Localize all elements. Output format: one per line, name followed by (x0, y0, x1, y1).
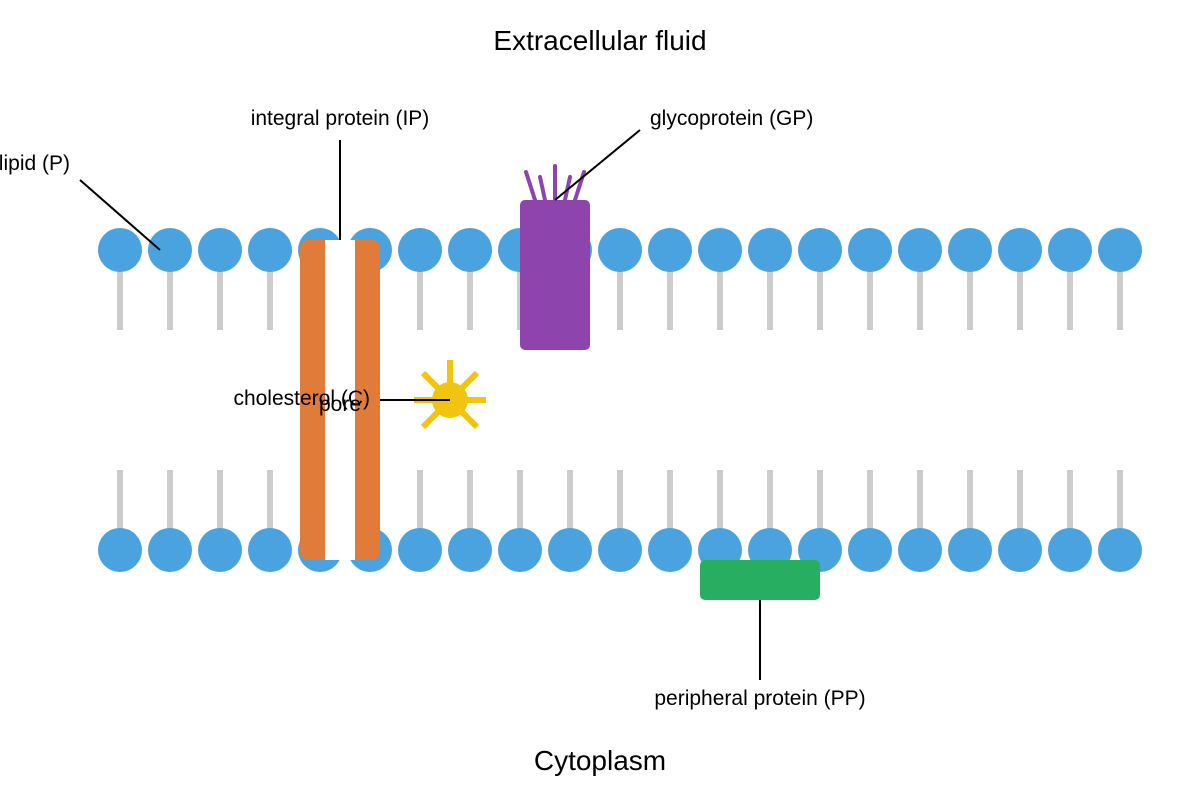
carbohydrate-chain (524, 170, 537, 202)
phospholipid-head (498, 528, 542, 572)
phospholipid-head (198, 228, 242, 272)
phospholipid-head (198, 528, 242, 572)
phospholipid-label: phospholipid (P) (0, 152, 70, 175)
phospholipid-head (1098, 228, 1142, 272)
phospholipid-head (548, 528, 592, 572)
phospholipid-head (748, 228, 792, 272)
cytoplasm-title: Cytoplasm (534, 745, 666, 776)
phospholipid-head (448, 228, 492, 272)
phospholipid-head (1098, 528, 1142, 572)
cholesterol-label: cholesterol (C) (233, 387, 370, 410)
phospholipid-head (248, 228, 292, 272)
glycoprotein-body (520, 200, 590, 350)
peripheral-protein (700, 560, 820, 600)
phospholipid-head (948, 228, 992, 272)
phospholipid-head (648, 228, 692, 272)
phospholipid-head (598, 228, 642, 272)
peripheral-protein-label: peripheral protein (PP) (654, 687, 865, 710)
glycoprotein-label: glycoprotein (GP) (650, 107, 813, 130)
phospholipid-head (1048, 228, 1092, 272)
integral-protein (300, 240, 380, 560)
phospholipid-head (148, 528, 192, 572)
phospholipid-leader-line (79, 179, 161, 251)
cholesterol-molecule (414, 360, 486, 430)
phospholipid-head (898, 228, 942, 272)
extracellular-fluid-title: Extracellular fluid (493, 25, 706, 56)
upper-leaflet-heads (98, 228, 1142, 272)
phospholipid-head (648, 528, 692, 572)
phospholipid-head (998, 528, 1042, 572)
phospholipid-head (398, 228, 442, 272)
phospholipid-head (848, 528, 892, 572)
lower-leaflet-heads (98, 528, 1142, 572)
glycoprotein-leader-line (554, 129, 641, 201)
phospholipid-head (1048, 528, 1092, 572)
phospholipid-head (998, 228, 1042, 272)
phospholipid-head (898, 528, 942, 572)
phospholipid-head (398, 528, 442, 572)
phospholipid-head (848, 228, 892, 272)
phospholipid-head (248, 528, 292, 572)
pore-channel (325, 240, 355, 560)
carbohydrate-chain (538, 175, 547, 202)
phospholipid-head (98, 228, 142, 272)
phospholipid-head (448, 528, 492, 572)
phospholipid-head (148, 228, 192, 272)
phospholipid-head (948, 528, 992, 572)
phospholipid-head (698, 228, 742, 272)
phospholipid-head (798, 228, 842, 272)
integral-protein-label: integral protein (IP) (251, 107, 430, 130)
glycoprotein (520, 164, 590, 350)
pore-label: pore (319, 393, 361, 416)
phospholipid-head (98, 528, 142, 572)
phospholipid-head (598, 528, 642, 572)
